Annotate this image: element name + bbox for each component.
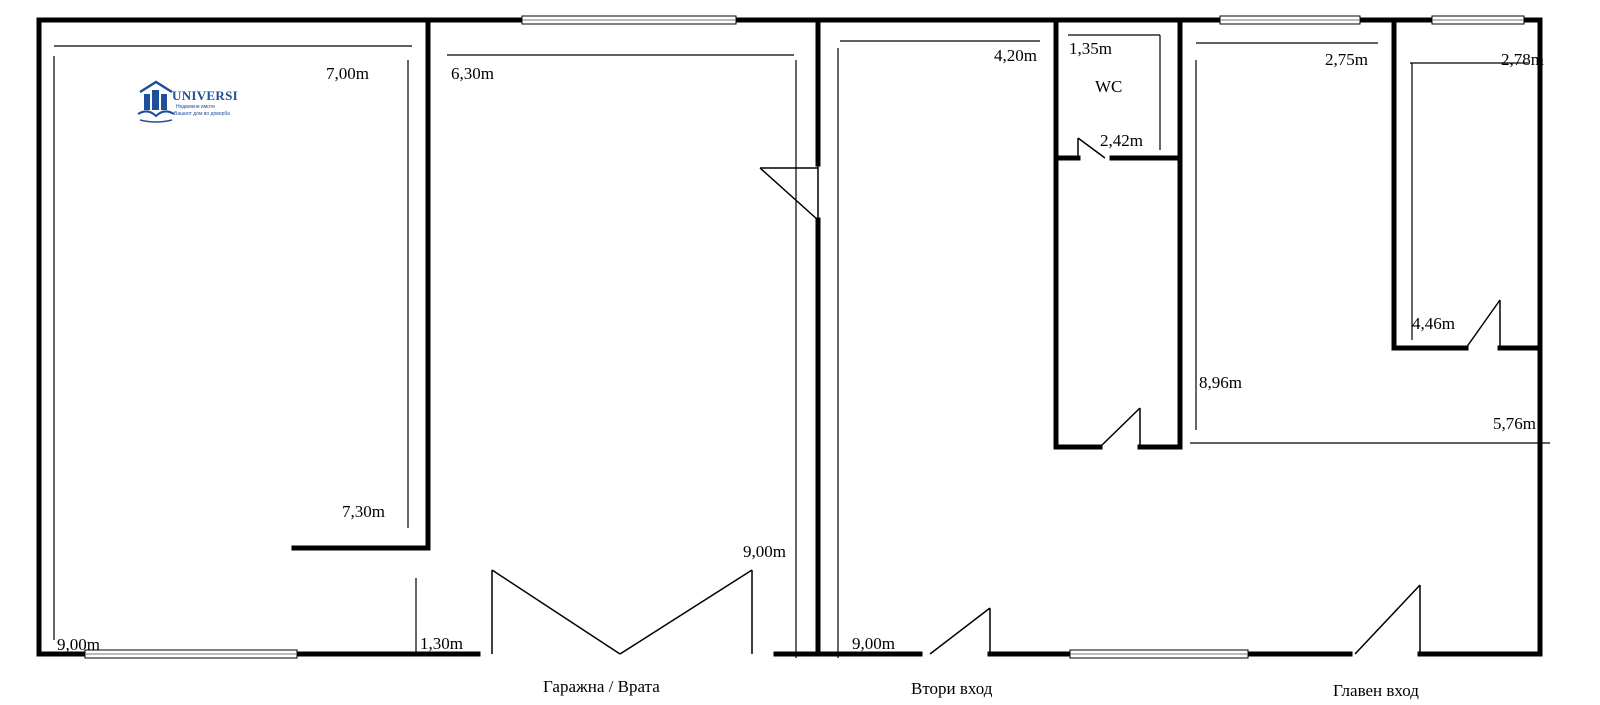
logo-building-icon [137,80,175,123]
caption-garage-door: Гаражна / Врата [543,677,660,696]
door-storage [1099,407,1141,448]
dim-room1-width: 7,00m [326,64,369,83]
dim-room5-height: 4,46m [1412,314,1455,333]
dim-room4-inner: 5,76m [1493,414,1536,433]
caption-main-entrance: Главен вход [1333,681,1419,700]
window-top-room5 [1431,15,1525,25]
window-bottom-hall [1069,649,1249,659]
dim-wc-width: 1,35m [1069,39,1112,58]
dim-wc-depth: 2,42m [1100,131,1143,150]
doors [491,137,1501,655]
dim-room4-width: 2,75m [1325,50,1368,69]
dim-garage-gap: 1,30m [420,634,463,653]
door-garage [491,569,753,655]
door-garage-to-hall [759,164,819,221]
door-wc [1077,137,1106,159]
window-top-garage [521,15,737,25]
outer-walls [36,17,1543,657]
logo-tagline-2: Вашиот дом во доверба [174,111,230,117]
dim-garage-width: 6,30m [451,64,494,83]
logo-brand: UNIVERSI [172,88,238,103]
dim-hall-width: 4,20m [994,46,1037,65]
door-room5 [1465,299,1501,349]
dim-garage-height: 9,00m [743,542,786,561]
interior-walls [291,17,1543,657]
dim-room1-inner: 7,30m [342,502,385,521]
door-main-entrance [1354,584,1421,655]
dim-room4-height: 8,96m [1199,373,1242,392]
wc-label: WC [1095,77,1123,96]
logo-tagline-1: Недвижни имоти [176,104,215,110]
company-logo: UNIVERSI Недвижни имоти Вашиот дом во до… [136,80,246,126]
dimension-lines [53,34,1550,658]
window-bottom-room1 [84,649,298,659]
dim-hall-height: 9,00m [852,634,895,653]
windows [84,15,1525,659]
dim-room1-height: 9,00m [57,635,100,654]
door-second-entrance [929,607,991,655]
caption-second-entrance: Втори вход [911,679,993,698]
dim-room5-width: 2,78m [1501,50,1544,69]
window-top-room4 [1219,15,1361,25]
